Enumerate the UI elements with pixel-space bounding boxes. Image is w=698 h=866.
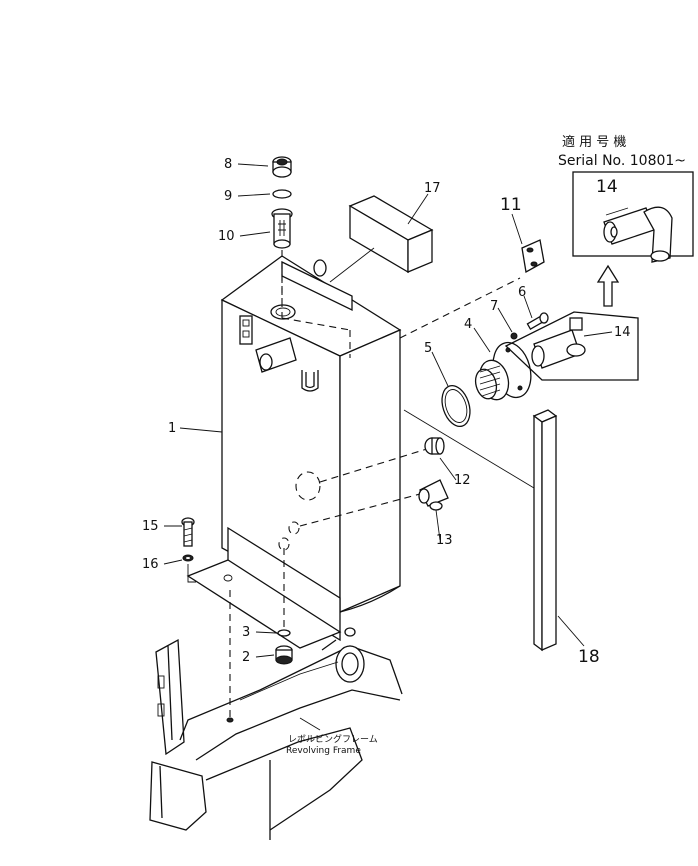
callout-14: 14 [614,325,631,340]
callout-11: 11 [500,195,522,215]
serial-note-jp: 適 用 号 機 [562,134,626,150]
bolt-15 [181,517,195,547]
callout-18: 18 [578,647,600,667]
callout-1: 1 [168,421,176,436]
filler-cap-8 [272,156,292,178]
clamp-11 [521,239,545,274]
rubber-strip-18 [403,409,558,652]
callout-8: 8 [224,157,232,172]
washer-7 [510,332,518,340]
callout-14-inset: 14 [596,177,618,197]
leader-lines [163,163,613,658]
strainer-10 [271,208,293,249]
rubber-pad-17 [329,195,434,283]
arrow-up-icon [596,264,620,307]
revolving-frame [149,627,403,840]
frame-label-en: Revolving Frame [286,746,361,756]
frame-label-jp: レボルビングフレーム [288,733,378,745]
callout-7: 7 [490,299,498,314]
hydraulic-tank [186,255,521,720]
suction-flange-4 [474,341,532,401]
elbow-14 [504,311,639,381]
bolt-6 [526,312,549,330]
o-ring-3 [277,629,291,637]
callout-3: 3 [242,625,250,640]
callout-6: 6 [518,285,526,300]
callout-labels: 8 9 10 1 15 16 3 2 17 11 5 4 7 6 14 14 1… [142,157,631,667]
callout-12: 12 [454,473,471,488]
drain-plug-2 [275,645,293,665]
callout-9: 9 [224,189,232,204]
callout-13: 13 [436,533,453,548]
callout-5: 5 [424,341,432,356]
elbow-13 [418,479,449,511]
plug-12 [424,437,445,455]
serial-note-number: Serial No. 10801~ [558,153,686,169]
washer-16 [182,554,194,562]
o-ring-5 [441,384,471,428]
callout-4: 4 [464,317,472,332]
callout-2: 2 [242,650,250,665]
o-ring-9 [272,189,292,199]
callout-16: 16 [142,557,159,572]
callout-10: 10 [218,229,235,244]
serial-inset [572,171,694,263]
callout-17: 17 [424,181,441,196]
callout-15: 15 [142,519,159,534]
